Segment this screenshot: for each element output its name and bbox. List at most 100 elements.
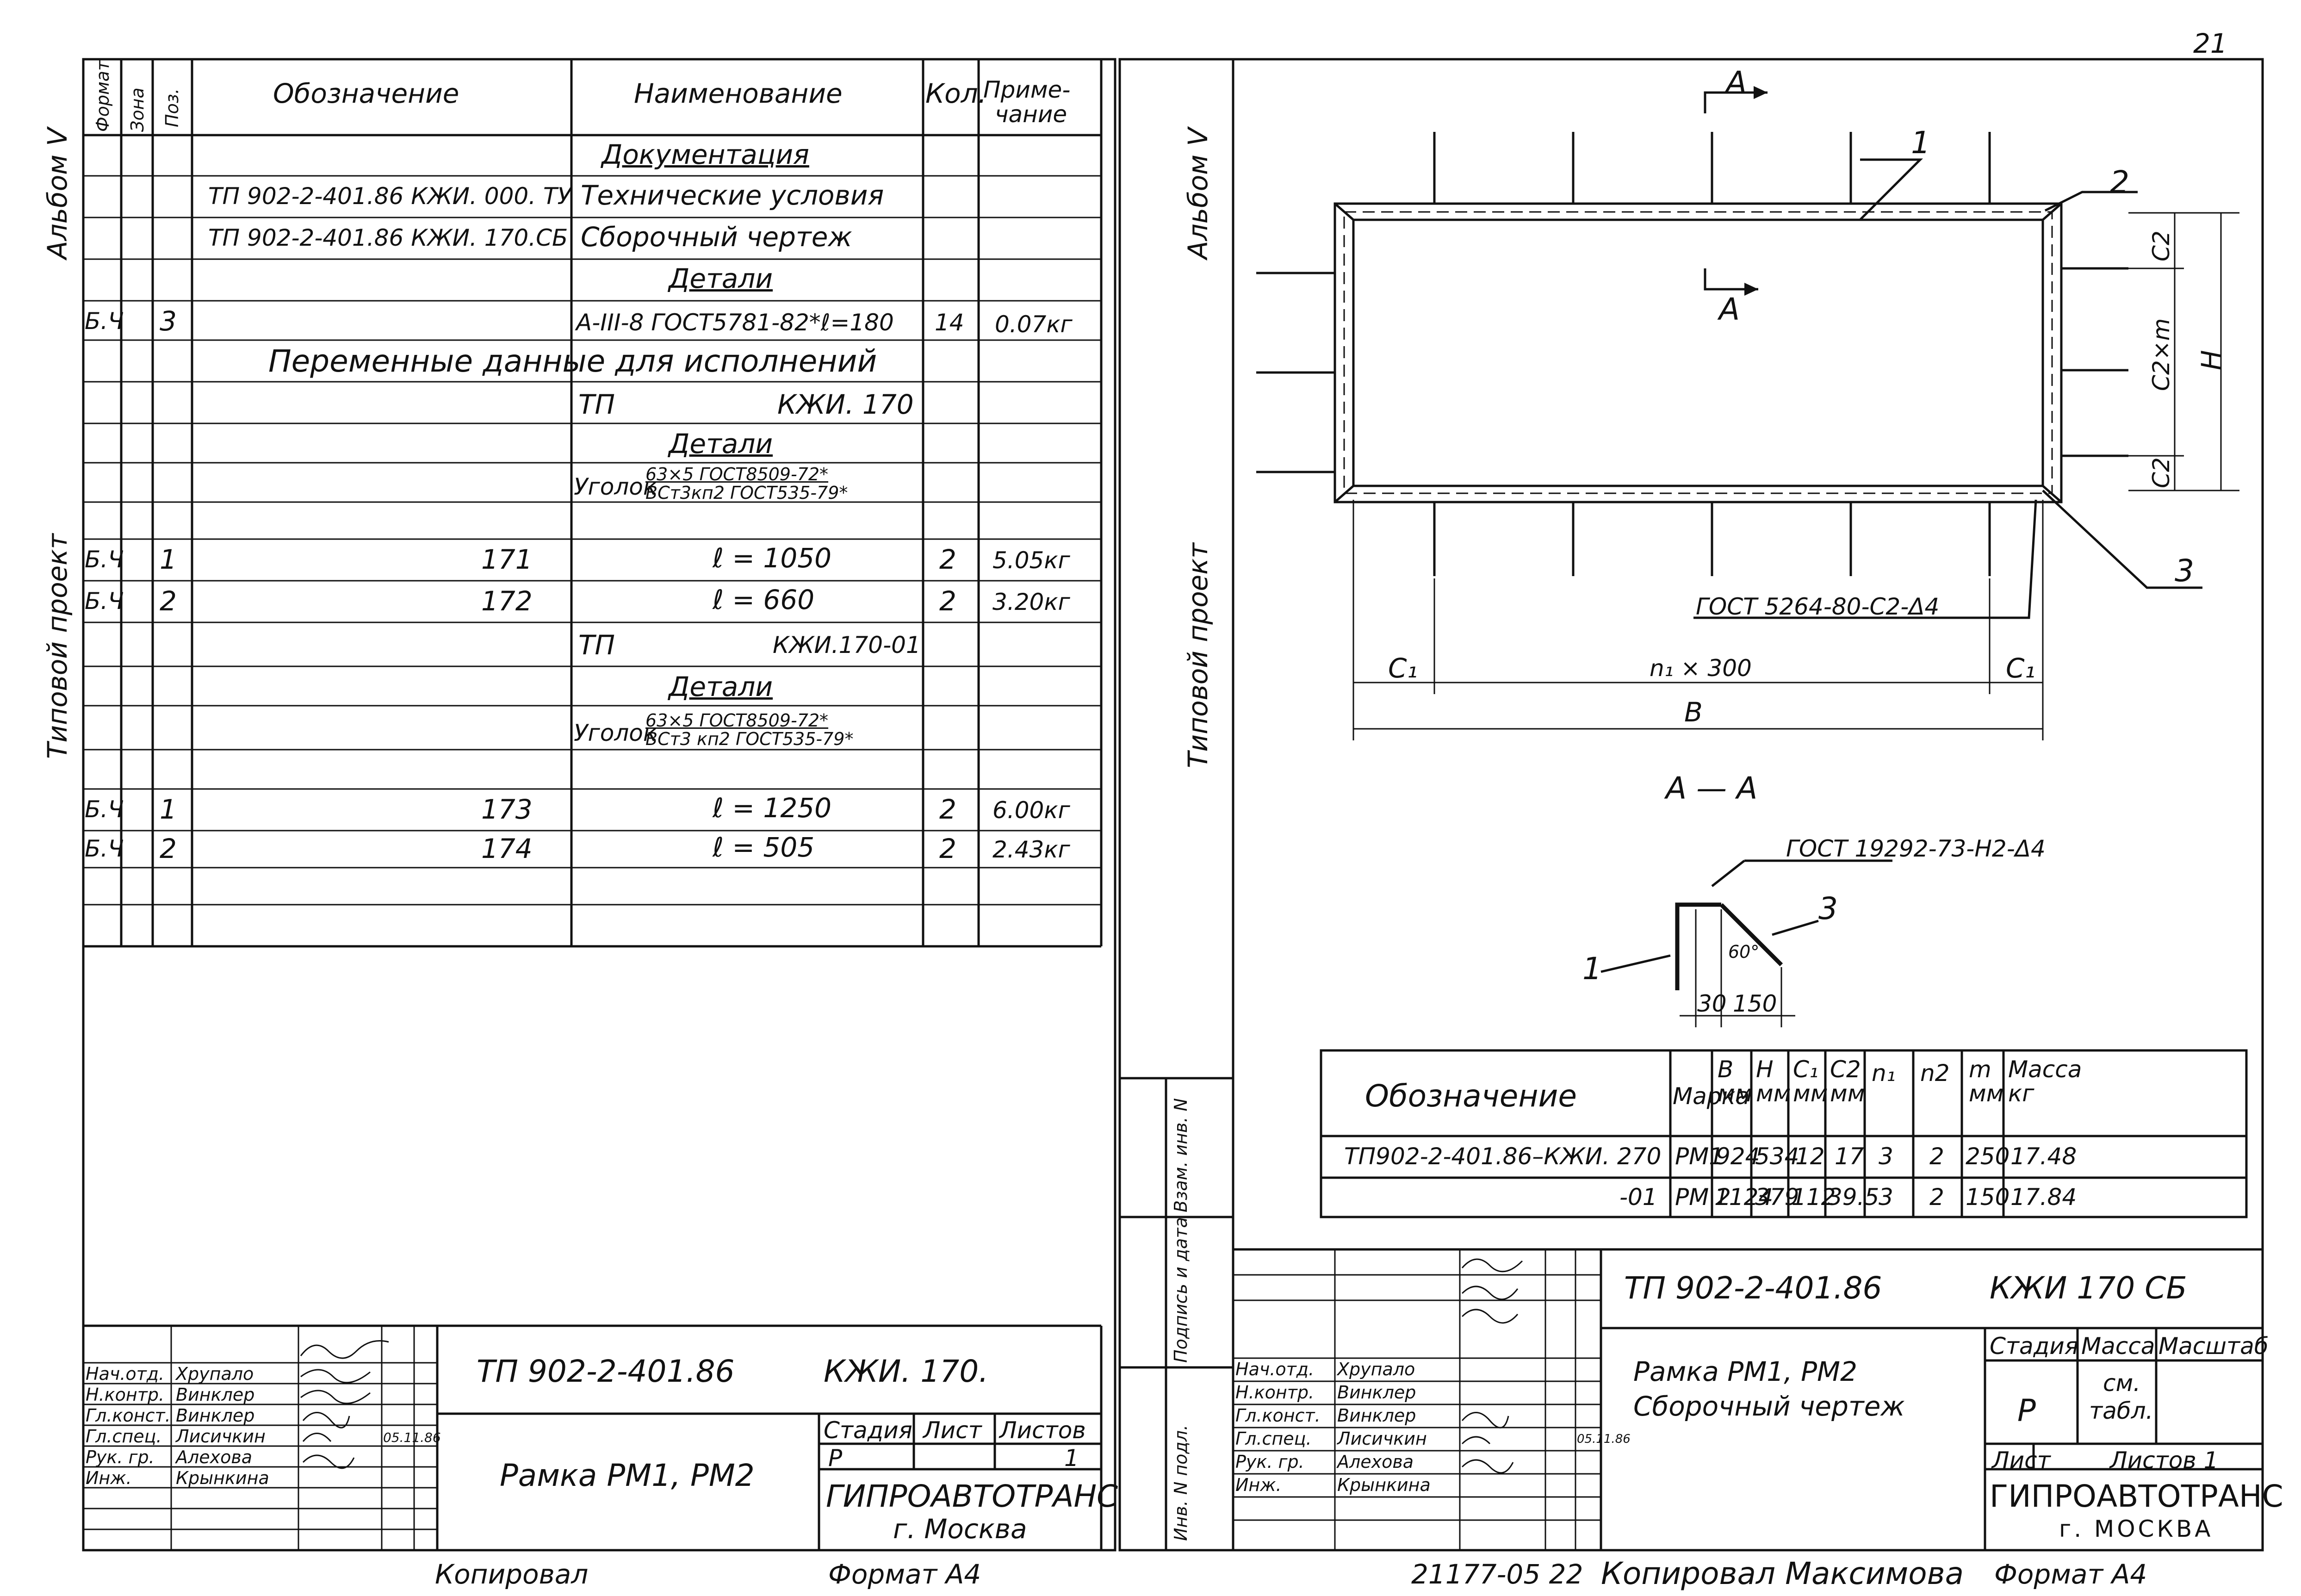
section-aa-title: А — А xyxy=(1666,770,1758,806)
stamp-stage: Р xyxy=(828,1445,843,1472)
row-tu-designation: ТП 902-2-401.86 КЖИ. 000. ТУ xyxy=(208,183,571,210)
param-row-2-mark: РМ 2 xyxy=(1675,1184,1731,1211)
row-4-designation: 171 xyxy=(481,544,533,575)
stamp-role-5: Рук. гр. xyxy=(86,1447,155,1467)
section-details-1: Детали xyxy=(669,263,773,294)
right-stamp-name-6: Крынкина xyxy=(1337,1475,1431,1495)
left-footer-format: Формат А4 xyxy=(828,1559,981,1590)
param-header-n1: n₁ xyxy=(1872,1060,1896,1087)
signature-marks xyxy=(300,1258,1523,1474)
right-stamp-role-3: Гл.конст. xyxy=(1235,1405,1321,1426)
angle-1-profile: 63×5 ГОСТ8509-72* xyxy=(645,464,829,484)
row-6-qty: 2 xyxy=(939,794,956,825)
stamp-stage-header: Стадия xyxy=(824,1417,912,1444)
stamp-role-6: Инж. xyxy=(86,1468,132,1488)
param-row-2-b: 1124 xyxy=(1714,1184,1774,1211)
param-table-lines xyxy=(1320,1049,2248,1218)
side-stamp-inv-orig: Инв. N подл. xyxy=(1171,1424,1191,1541)
right-stamp-role-5: Рук. гр. xyxy=(1235,1452,1304,1472)
frame-plan xyxy=(1256,91,2202,619)
dim-b: В xyxy=(1684,696,1703,728)
param-header-h: Н мм xyxy=(1756,1056,1791,1107)
callout-3: 3 xyxy=(2175,553,2194,589)
right-stamp-mass-header: Масса xyxy=(2081,1333,2155,1360)
dim-n1-pitch: n₁ × 300 xyxy=(1650,655,1752,682)
callout-2: 2 xyxy=(2110,164,2129,200)
row-6-name: ℓ = 1250 xyxy=(713,792,832,824)
param-header-c1: С₁ мм xyxy=(1793,1056,1828,1107)
param-row-2-designation: -01 xyxy=(1619,1184,1657,1211)
row-6-designation: 173 xyxy=(481,794,533,825)
right-footer-number: 21177-05 22 xyxy=(1411,1559,1583,1590)
param-header-m: m мм xyxy=(1969,1056,2004,1107)
section-documentation: Документация xyxy=(602,139,809,170)
row-7-note: 2.43кг xyxy=(992,836,1070,863)
stamp-name-6: Крынкина xyxy=(176,1468,269,1488)
right-stamp-sheet-header: Лист xyxy=(1992,1447,2051,1474)
row-3-pos: 3 xyxy=(160,305,177,337)
section-mark-bottom: А xyxy=(1719,292,1740,327)
col-note-header-2: чание xyxy=(995,101,1067,128)
row-5-note: 3.20кг xyxy=(992,589,1070,615)
right-stamp-name-5: Алехова xyxy=(1337,1452,1414,1472)
angle-1-label: Уголок xyxy=(574,473,657,500)
left-album-label: Альбом V xyxy=(42,127,73,259)
param-row-2-m: 150 xyxy=(1966,1184,2010,1211)
angle-1-steel: ВСт3кп2 ГОСТ535-79* xyxy=(645,483,848,503)
right-stamp-role-6: Инж. xyxy=(1235,1475,1282,1495)
stamp-sheet-header: Лист xyxy=(923,1417,982,1444)
param-row-1-c1: 12 xyxy=(1795,1143,1825,1170)
row-3-name: А-III-8 ГОСТ5781-82*ℓ=180 xyxy=(576,309,894,336)
section-details-2: Детали xyxy=(669,428,773,460)
stamp-name-3: Винклер xyxy=(176,1405,255,1426)
row-sb-designation: ТП 902-2-401.86 КЖИ. 170.СБ xyxy=(208,224,568,251)
param-row-2-n2: 2 xyxy=(1929,1184,1944,1211)
col-qty-header: Кол. xyxy=(925,78,987,109)
stamp-city: г. Москва xyxy=(893,1513,1027,1545)
param-row-1-b: 924 xyxy=(1716,1143,1760,1170)
right-stamp-city: г. МОСКВА xyxy=(2059,1515,2214,1542)
stamp-role-2: Н.контр. xyxy=(86,1385,165,1405)
section-details-3: Детали xyxy=(669,671,773,702)
right-footer-format: Формат А4 xyxy=(1994,1559,2147,1590)
plan-dimensions xyxy=(1352,212,2239,740)
param-row-1-designation: ТП902-2-401.86–КЖИ. 270 xyxy=(1344,1143,1662,1170)
section-dim-150: 150 xyxy=(1733,990,1777,1017)
row-5-pos: 2 xyxy=(160,585,177,617)
stamp-name-5: Алехова xyxy=(176,1447,253,1467)
dim-c2-top: С2 xyxy=(2148,230,2175,261)
section-angle-60: 60° xyxy=(1728,942,1760,962)
right-stamp-role-1: Нач.отд. xyxy=(1235,1359,1315,1379)
dim-c2m: С2×m xyxy=(2148,318,2175,391)
row-7-format: Б.Ч xyxy=(85,835,124,862)
tp-170-01-code: КЖИ.170-01 xyxy=(773,632,921,658)
param-row-1-h: 534 xyxy=(1755,1143,1799,1170)
left-project-label: Типовой проект xyxy=(42,533,73,759)
weld-note-plan: ГОСТ 5264-80-С2-Δ4 xyxy=(1696,593,1940,620)
col-designation-header: Обозначение xyxy=(273,78,459,109)
right-stamp-mark: КЖИ 170 СБ xyxy=(1990,1270,2187,1306)
param-row-2-h: 379 xyxy=(1755,1184,1799,1211)
param-row-2-n1: 3 xyxy=(1879,1184,1893,1211)
param-row-1-mass: 17.48 xyxy=(2010,1143,2077,1170)
section-dim-30: 30 xyxy=(1697,990,1727,1017)
right-stamp-name-2: Винклер xyxy=(1337,1382,1416,1403)
param-row-1-n1: 3 xyxy=(1879,1143,1893,1170)
param-header-b: В мм xyxy=(1718,1056,1753,1107)
right-stamp-stage: Р xyxy=(2017,1393,2036,1428)
right-stamp-title-1: Рамка РМ1, РМ2 xyxy=(1633,1356,1857,1387)
section-mark-top: А xyxy=(1726,65,1747,100)
row-5-designation: 172 xyxy=(481,585,533,617)
stamp-mark: КЖИ. 170. xyxy=(824,1354,989,1389)
row-4-name: ℓ = 1050 xyxy=(713,542,832,574)
col-note-header: Приме- xyxy=(983,76,1071,103)
param-row-1-mark: РМ1 xyxy=(1675,1143,1724,1170)
param-header-mark: Марка xyxy=(1673,1083,1750,1110)
row-6-note: 6.00кг xyxy=(992,797,1070,824)
right-stamp-name-1: Хрупало xyxy=(1337,1359,1415,1379)
stamp-sheets: 1 xyxy=(1064,1445,1079,1472)
row-7-designation: 174 xyxy=(481,833,533,864)
stamp-role-4: Гл.спец. xyxy=(86,1426,162,1447)
row-5-format: Б.Ч xyxy=(85,588,124,615)
dim-c1-left: С₁ xyxy=(1388,652,1418,684)
